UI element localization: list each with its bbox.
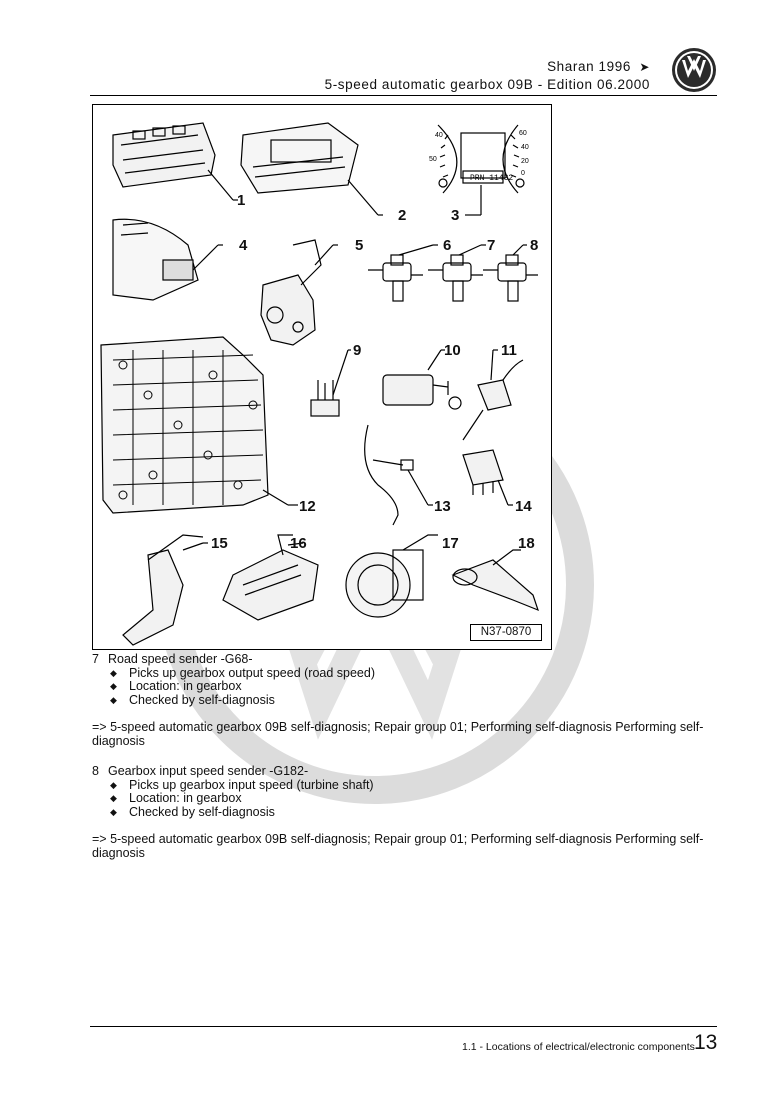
component-descriptions: 7 Road speed sender -G68- ◆ Picks up gearb… (92, 652, 722, 860)
bullet-icon: ◆ (110, 694, 117, 705)
bullet-text: Checked by self-diagnosis (129, 804, 275, 819)
bullet-icon: ◆ (110, 806, 117, 817)
page-number: 13 (694, 1031, 718, 1054)
item-heading: 8 Gearbox input speed sender -G182- (92, 764, 722, 779)
item-title: Gearbox input speed sender -G182- (108, 764, 309, 778)
document-title: 5-speed automatic gearbox 09B - Edition … (324, 77, 650, 92)
next-arrow-icon[interactable]: ➤ (639, 60, 650, 74)
bullet-icon: ◆ (110, 779, 117, 790)
bullet-text: Location: in gearbox (129, 679, 242, 693)
bullet-item: ◆ Location: in gearbox (110, 791, 722, 806)
item-number: 8 (92, 764, 99, 778)
footer-section-title: 1.1 - Locations of electrical/electronic… (462, 1041, 695, 1053)
bullet-list: ◆ Picks up gearbox input speed (turbine s… (92, 777, 722, 820)
list-item: 7 Road speed sender -G68- ◆ Picks up gearb… (92, 652, 722, 748)
callout-13: 13 (434, 498, 451, 515)
callout-3: 3 (451, 207, 460, 224)
callout-10: 10 (444, 342, 461, 359)
callout-14: 14 (515, 498, 532, 515)
gauge-tick: 0 (521, 170, 525, 177)
gauge-tick: 50 (429, 156, 437, 163)
item-title: Road speed sender -G68- (108, 652, 253, 666)
component-location-figure: PRN 11432 40 50 60 40 20 0 1 2 3 4 5 6 7… (92, 104, 552, 650)
bullet-item: ◆ Checked by self-diagnosis (110, 804, 722, 820)
footer-rule (90, 1026, 717, 1027)
bullet-item: ◆ Picks up gearbox input speed (turbine s… (110, 777, 722, 793)
callout-7: 7 (487, 237, 496, 254)
bullet-icon: ◆ (110, 793, 117, 803)
cross-reference-link[interactable]: => 5-speed automatic gearbox 09B self-di… (92, 832, 704, 860)
bullet-item: ◆ Checked by self-diagnosis (110, 692, 722, 708)
callout-11: 11 (501, 342, 517, 359)
bullet-list: ◆ Picks up gearbox output speed (road spe… (92, 665, 722, 708)
cross-reference-link[interactable]: => 5-speed automatic gearbox 09B self-di… (92, 720, 704, 748)
callout-9: 9 (353, 342, 362, 359)
bullet-text: Checked by self-diagnosis (129, 692, 275, 707)
gauge-tick: 20 (521, 158, 529, 165)
document-header: Sharan 1996 ➤ 5-speed automatic gearbox … (325, 58, 650, 94)
callout-8: 8 (530, 237, 539, 254)
model-name: Sharan 1996 (547, 59, 631, 74)
item-number: 7 (92, 652, 99, 666)
components-drawing: PRN 11432 40 50 60 40 20 0 (100, 122, 539, 646)
callout-5: 5 (355, 237, 364, 254)
bullet-icon: ◆ (110, 681, 117, 691)
model-line: Sharan 1996 ➤ (325, 58, 650, 76)
callout-12: 12 (299, 498, 316, 515)
bullet-text: Picks up gearbox output speed (road spee… (129, 665, 375, 680)
instrument-display-text: PRN 11432 (470, 174, 513, 183)
bullet-text: Picks up gearbox input speed (turbine sh… (129, 777, 374, 792)
callout-6: 6 (443, 237, 452, 254)
callout-17: 17 (442, 535, 459, 552)
callout-4: 4 (239, 237, 248, 254)
callout-15: 15 (211, 535, 228, 552)
vw-logo-icon (672, 48, 716, 92)
gauge-tick: 40 (435, 132, 443, 139)
callout-18: 18 (518, 535, 535, 552)
gauge-tick: 40 (521, 144, 529, 151)
bullet-text: Location: in gearbox (129, 791, 242, 805)
callout-1: 1 (237, 192, 246, 209)
bullet-icon: ◆ (110, 667, 117, 678)
gauge-tick: 60 (519, 130, 527, 137)
header-rule (90, 95, 717, 96)
callout-16: 16 (290, 535, 307, 552)
item-heading: 7 Road speed sender -G68- (92, 652, 722, 667)
list-item: 8 Gearbox input speed sender -G182- ◆ Pick… (92, 764, 722, 860)
callout-2: 2 (398, 207, 407, 224)
bullet-item: ◆ Location: in gearbox (110, 679, 722, 694)
figure-reference: N37-0870 (470, 624, 542, 641)
bullet-item: ◆ Picks up gearbox output speed (road spe… (110, 665, 722, 681)
